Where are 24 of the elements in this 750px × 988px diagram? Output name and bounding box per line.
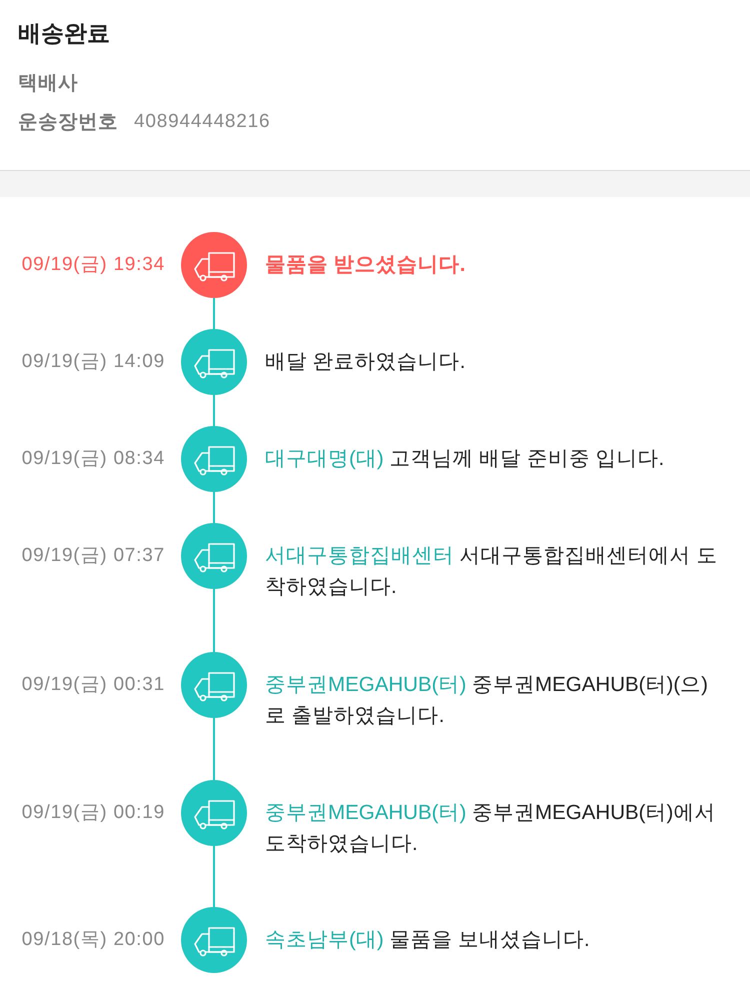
- field-label: 운송장번호: [18, 110, 118, 135]
- connector-line: [213, 298, 215, 329]
- timestamp: 09/19(금) 00:19: [22, 801, 165, 825]
- field-label: 택배사: [18, 71, 78, 96]
- page-title: 배송완료: [18, 19, 110, 48]
- timestamp: 09/18(목) 20:00: [22, 928, 165, 952]
- timestamp: 09/19(금) 19:34: [22, 253, 165, 277]
- connector-line: [213, 718, 215, 780]
- timestamp: 09/19(금) 07:37: [22, 544, 165, 568]
- status-message: 물품을 받으셨습니다.: [265, 252, 466, 278]
- timestamp: 09/19(금) 00:31: [22, 673, 165, 697]
- connector-line: [213, 589, 215, 652]
- status-message: 배달 완료하였습니다.: [265, 349, 466, 375]
- status-message: 속초남부(대) 물품을 보내셨습니다.: [265, 927, 590, 953]
- connector-line: [213, 846, 215, 907]
- timestamp: 09/19(금) 14:09: [22, 350, 165, 374]
- connector-line: [213, 492, 215, 523]
- status-message: 대구대명(대) 고객님께 배달 준비중 입니다.: [265, 446, 664, 472]
- tracking-number: 408944448216: [134, 110, 270, 134]
- status-message: 중부권MEGAHUB(터) 중부권MEGAHUB(터)(으)로 출발하였습니다.: [265, 672, 709, 729]
- connector-line: [213, 395, 215, 426]
- status-message: 서대구통합집배센터 서대구통합집배센터에서 도착하였습니다.: [265, 543, 718, 600]
- timestamp: 09/19(금) 08:34: [22, 447, 165, 471]
- status-message: 중부권MEGAHUB(터) 중부권MEGAHUB(터)에서 도착하였습니다.: [265, 800, 716, 857]
